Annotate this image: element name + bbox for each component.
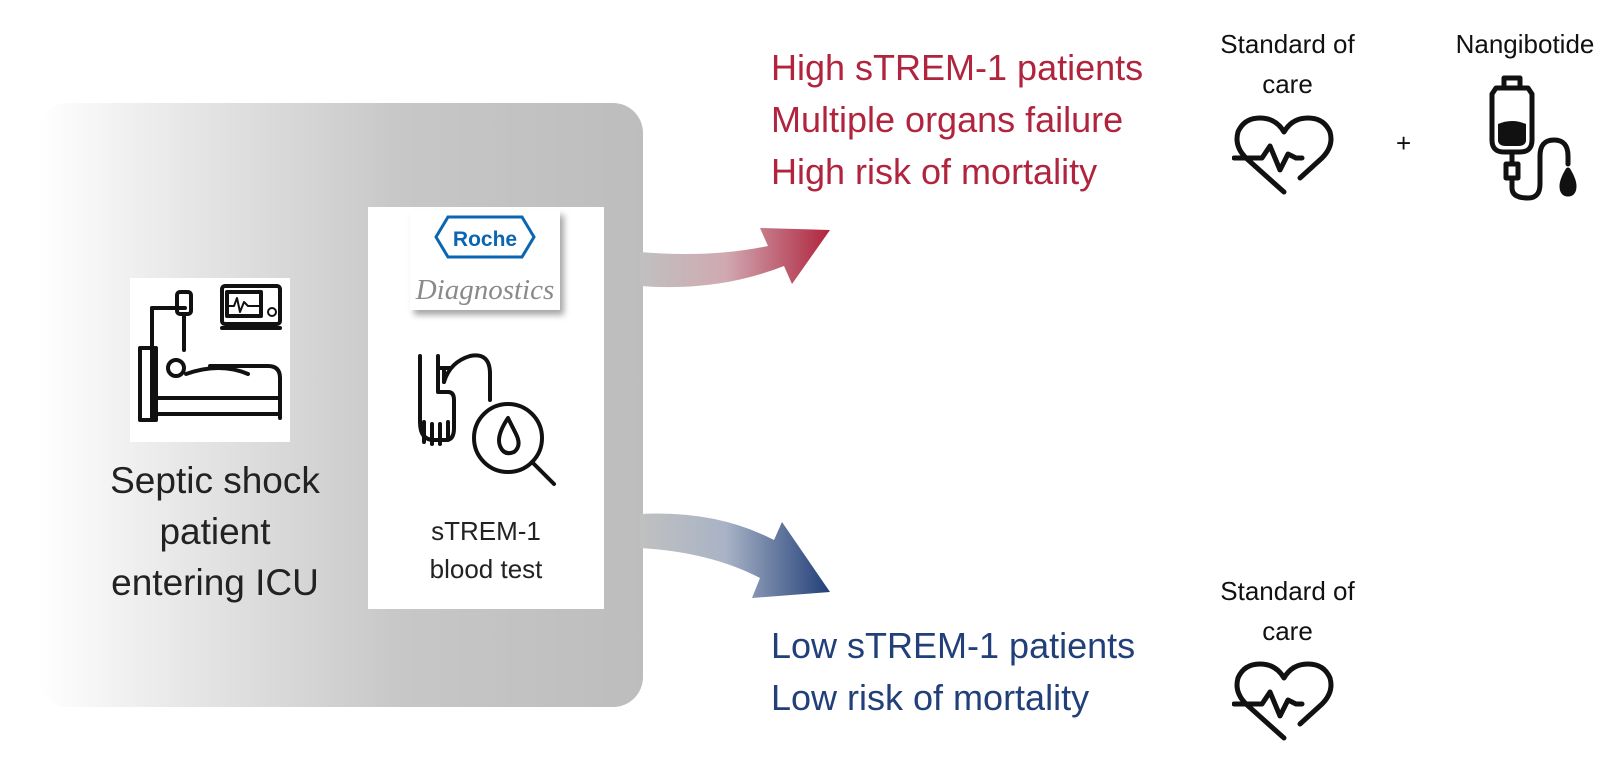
blood-test-label: sTREM-1 blood test — [368, 512, 604, 588]
roche-brand: Roche — [452, 228, 518, 251]
caption-line: care — [1262, 69, 1313, 99]
plus-sign: + — [1396, 128, 1412, 158]
roche-diagnostics-logo: Roche Diagnostics — [410, 210, 560, 310]
patient-label: Septic shock patient entering ICU — [90, 455, 340, 608]
high-strem1-group: High sTREM-1 patients Multiple organs fa… — [771, 42, 1143, 198]
icu-bed-card — [130, 278, 290, 442]
high-group-line: Multiple organs failure — [771, 99, 1124, 140]
heart-rate-icon — [1232, 661, 1334, 741]
caption-line: care — [1262, 616, 1313, 646]
nangibotide-caption: Nangibotide — [1455, 29, 1595, 59]
arrow-to-high — [640, 228, 830, 288]
low-strem1-group: Low sTREM-1 patients Low risk of mortali… — [771, 620, 1135, 724]
low-group-title: Low sTREM-1 patients — [771, 625, 1136, 666]
standard-of-care-caption: Standard of care — [1195, 571, 1380, 651]
diagnostics-text: Diagnostics — [415, 274, 555, 306]
standard-of-care-caption: Standard of care — [1195, 24, 1380, 104]
icu-bed-icon — [138, 284, 282, 422]
blood-test-label-line: sTREM-1 — [431, 516, 541, 546]
patient-label-line: patient — [159, 511, 271, 552]
high-group-line: High risk of mortality — [771, 151, 1098, 192]
roche-hexagon-icon — [434, 215, 536, 259]
arrow-to-low — [640, 513, 830, 598]
patient-label-line: Septic shock — [110, 460, 320, 501]
patient-label-line: entering ICU — [111, 562, 319, 603]
iv-drip-icon — [1489, 75, 1577, 201]
low-group-line: Low risk of mortality — [771, 677, 1090, 718]
caption-line: Standard of — [1220, 29, 1355, 59]
high-group-title: High sTREM-1 patients — [771, 47, 1144, 88]
caption-line: Standard of — [1220, 576, 1355, 606]
heart-rate-icon — [1232, 115, 1334, 195]
blood-test-label-line: blood test — [429, 554, 543, 584]
blood-test-icon — [418, 353, 556, 486]
